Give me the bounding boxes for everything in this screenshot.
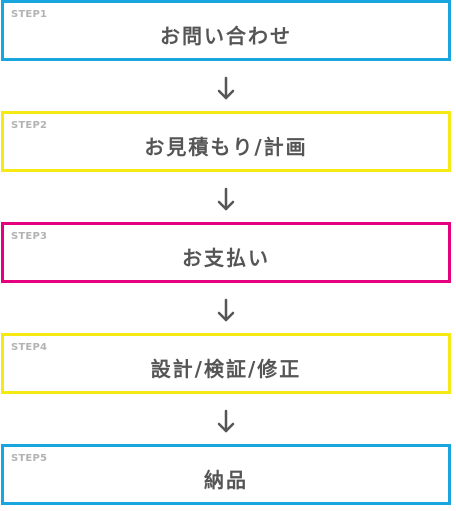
step-4-box: STEP4 設計/検証/修正 <box>1 333 451 394</box>
step-4-label: STEP4 <box>11 342 48 353</box>
step-5-label: STEP5 <box>11 453 48 464</box>
step-1-title: お問い合わせ <box>160 24 292 48</box>
step-3-title: お支払い <box>182 246 270 270</box>
step-2-box: STEP2 お見積もり/計画 <box>1 111 451 172</box>
arrow-down-icon <box>217 187 235 211</box>
step-3-label: STEP3 <box>11 231 48 242</box>
arrow-down-icon <box>217 409 235 433</box>
step-2-label: STEP2 <box>11 120 48 131</box>
arrow-down-icon <box>217 298 235 322</box>
step-1-label: STEP1 <box>11 9 48 20</box>
arrow-down-icon <box>217 76 235 100</box>
step-5-box: STEP5 納品 <box>1 444 451 505</box>
step-3-box: STEP3 お支払い <box>1 222 451 283</box>
step-5-title: 納品 <box>204 468 248 492</box>
step-1-box: STEP1 お問い合わせ <box>1 0 451 61</box>
step-2-title: お見積もり/計画 <box>144 135 308 159</box>
step-4-title: 設計/検証/修正 <box>150 357 302 381</box>
